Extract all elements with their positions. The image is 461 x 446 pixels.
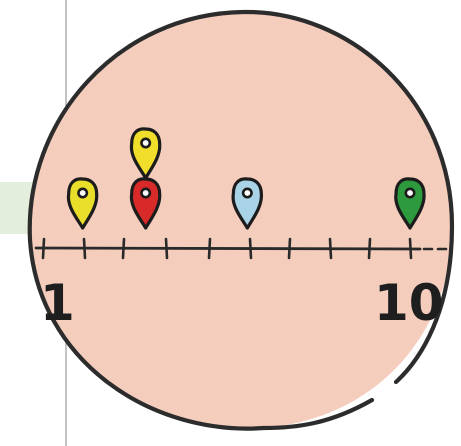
- tick-mark: [250, 239, 251, 258]
- tick-mark: [84, 239, 85, 258]
- pin-hole: [141, 189, 149, 197]
- scale-end-label: 10: [374, 274, 444, 332]
- tick-mark: [43, 239, 44, 258]
- pin-hole: [243, 189, 251, 197]
- tick-mark: [410, 239, 411, 258]
- tick-mark: [123, 239, 124, 258]
- tick-mark: [330, 239, 331, 258]
- pin-hole: [141, 139, 149, 147]
- tick-mark: [209, 239, 210, 258]
- pin-hole: [406, 189, 414, 197]
- tick-mark: [289, 239, 290, 258]
- tick-mark: [369, 239, 370, 258]
- number-line-axis: [36, 248, 420, 249]
- pin-hole: [78, 189, 86, 197]
- scale-start-label: 1: [40, 274, 75, 332]
- tick-mark: [166, 239, 167, 258]
